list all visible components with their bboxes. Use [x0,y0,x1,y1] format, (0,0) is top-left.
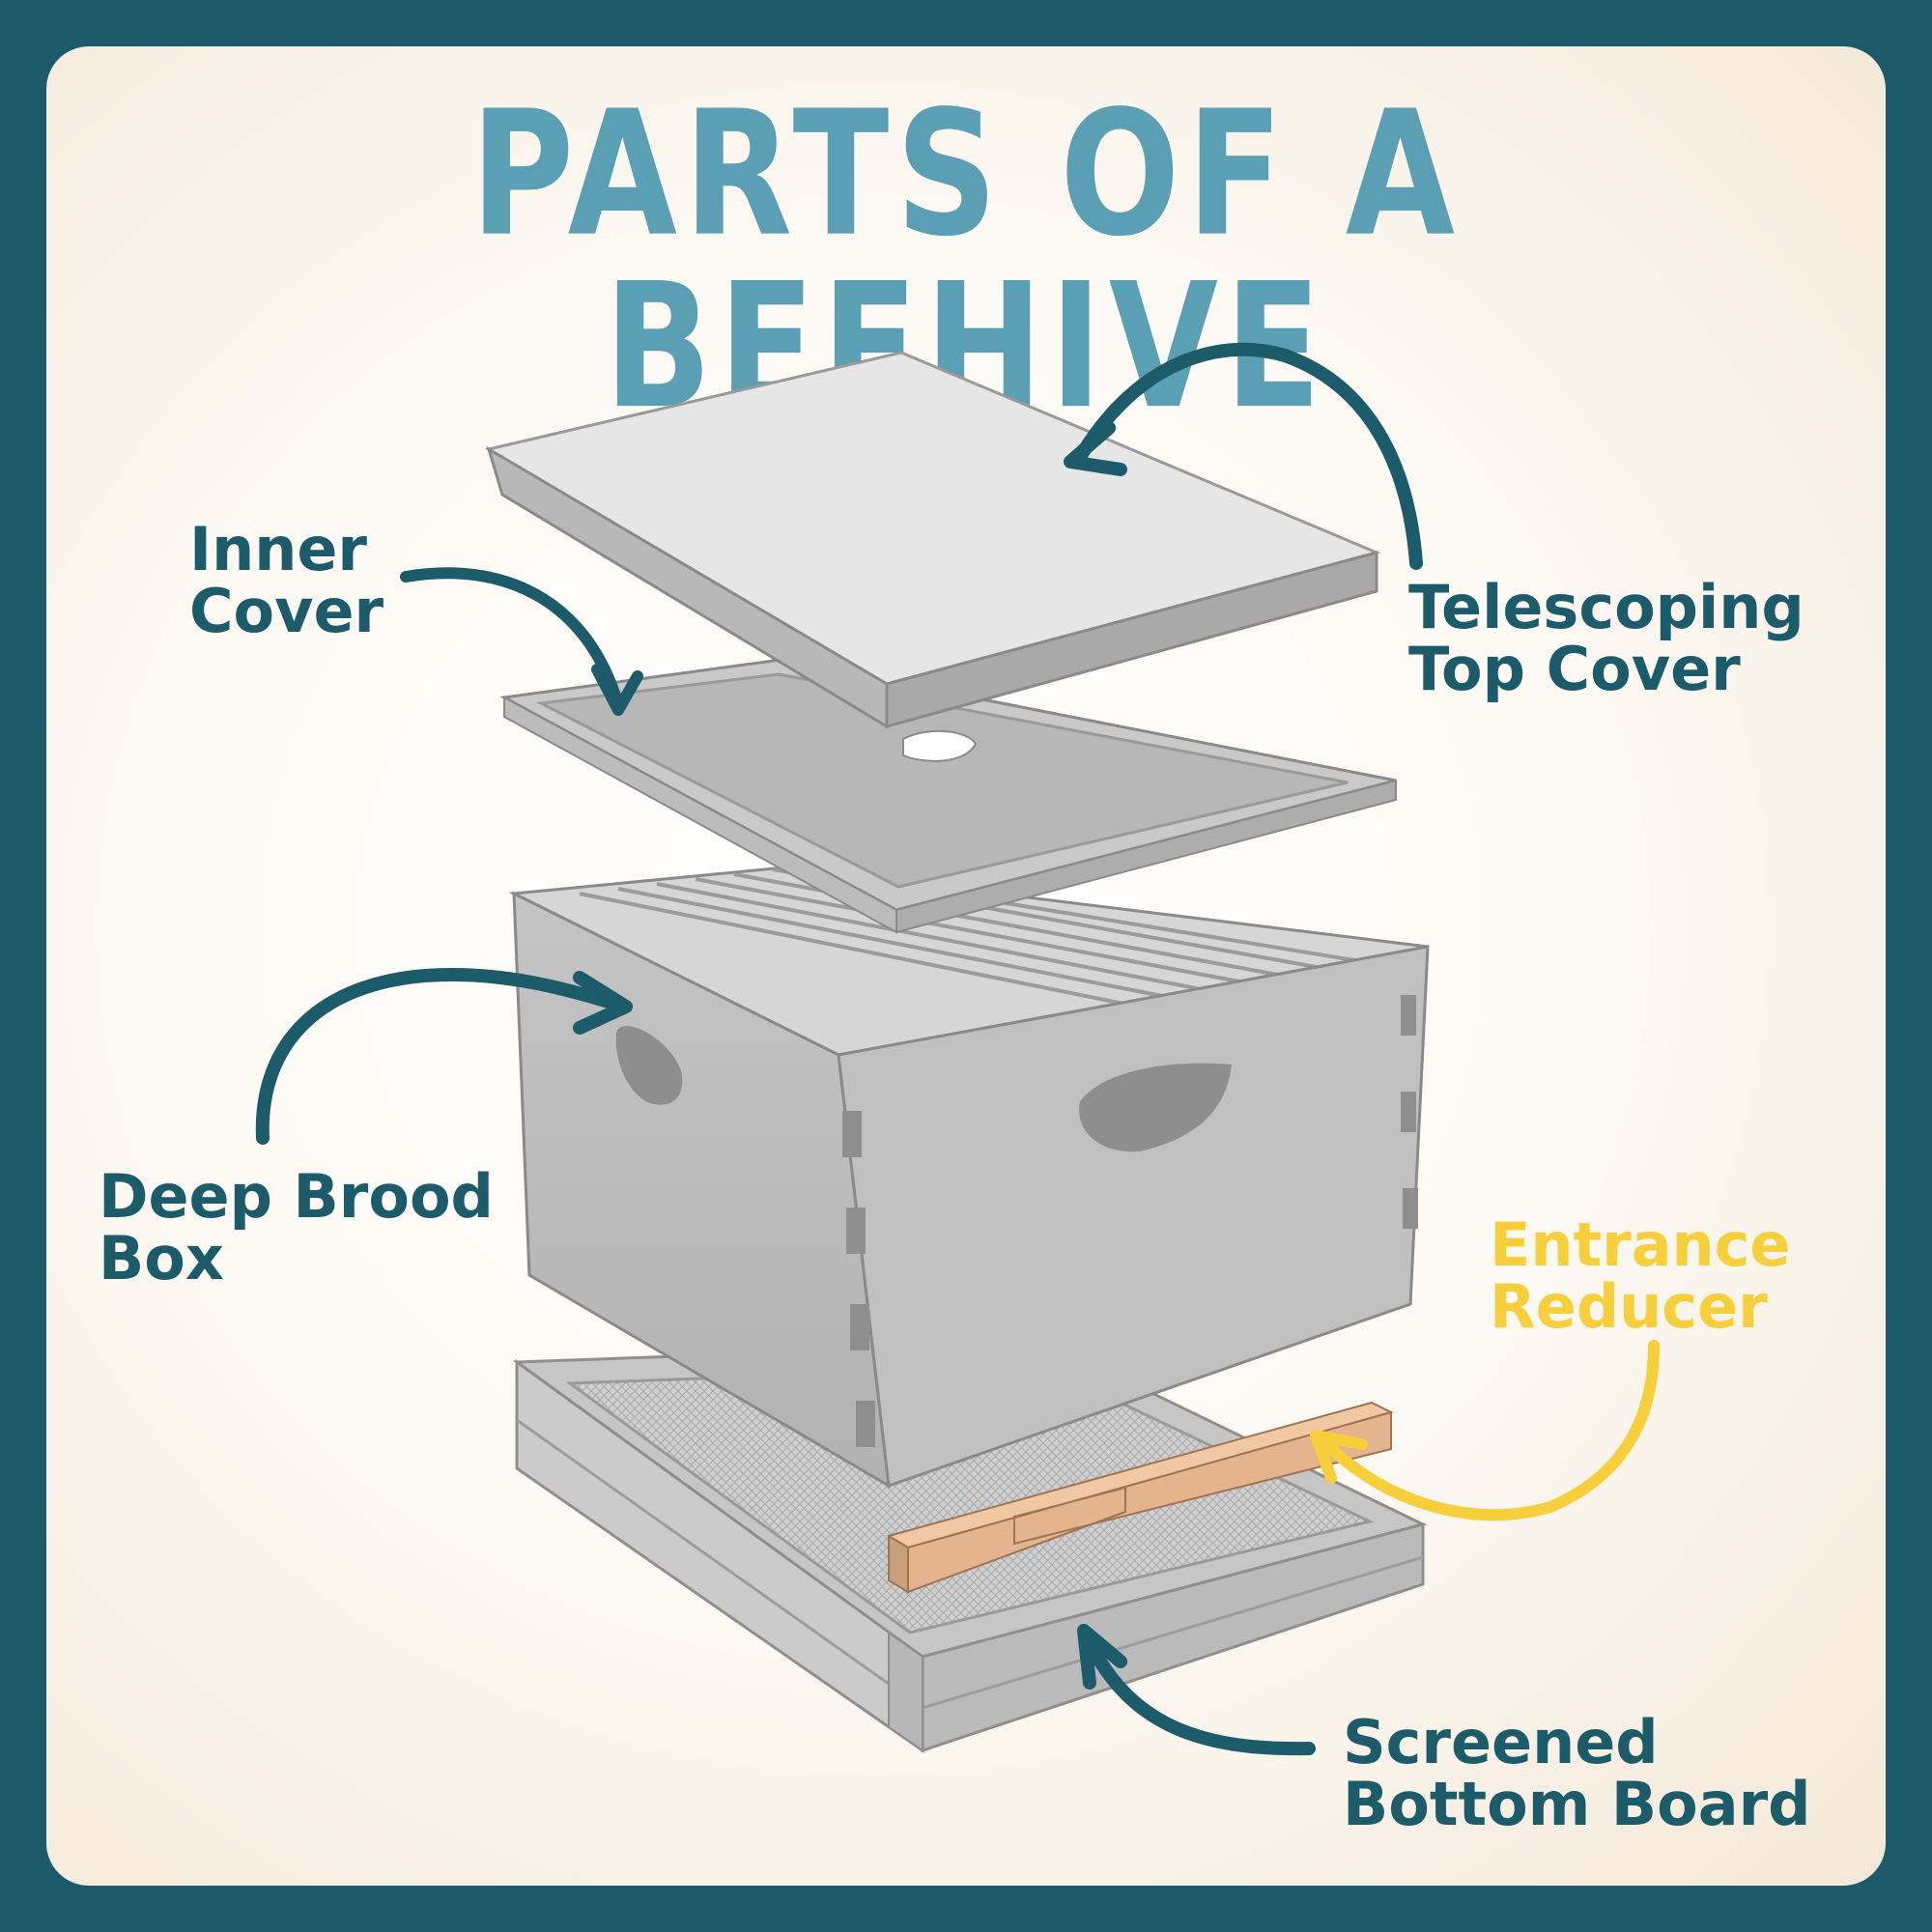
label-brood-box-line-1: Deep Brood [99,1161,494,1232]
entrance-reducer-arrow [1310,1340,1660,1521]
label-top-cover-line-2: Top Cover [1408,634,1741,704]
telescoping-top-cover [485,351,1381,729]
deep-brood-box [508,866,1430,1489]
label-bottom-board-line-1: Screened [1343,1707,1659,1777]
label-inner-cover-line-2: Cover [189,576,384,646]
page-title: PARTS OF A BEEHIVE [470,73,1462,448]
label-entrance-reducer: Entrance Reducer [1490,1214,1790,1338]
label-top-cover-line-1: Telescoping [1408,572,1804,642]
top-cover-arrow [1064,342,1423,570]
label-bottom-board-line-2: Bottom Board [1343,1769,1811,1839]
inner-cover [499,658,1397,934]
brood-box-arrow [255,967,633,1145]
bottom-board-arrow [1077,1624,1316,1756]
inner-cover-arrow [400,567,643,716]
label-reducer-line-1: Entrance [1490,1209,1791,1280]
label-telescoping-top-cover: Telescoping Top Cover [1408,577,1804,700]
label-deep-brood-box: Deep Brood Box [99,1166,494,1290]
screened-bottom-board [512,1341,1428,1753]
label-inner-cover: Inner Cover [189,519,384,642]
label-screened-bottom-board: Screened Bottom Board [1343,1712,1811,1835]
entrance-reducer-piece [886,1401,1394,1594]
label-inner-cover-line-1: Inner [189,514,367,584]
label-brood-box-line-2: Box [99,1223,224,1293]
label-reducer-line-2: Reducer [1490,1271,1768,1342]
